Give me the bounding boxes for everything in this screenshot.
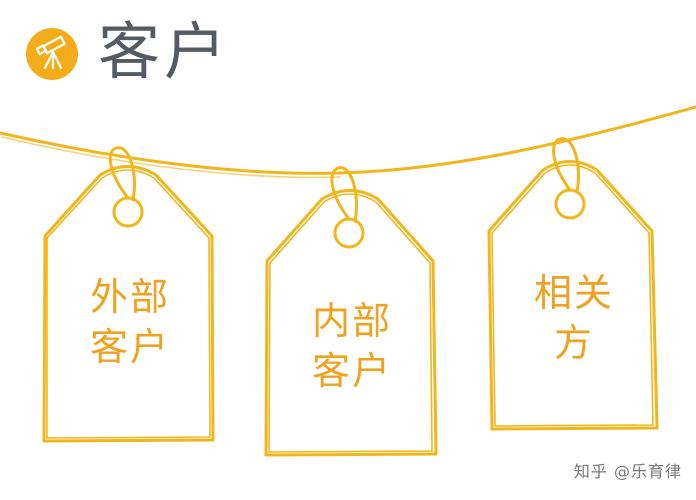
tag-label-outer-customer: 外部 客户 (70, 272, 190, 372)
watermark: 知乎 @乐育律 (573, 462, 682, 481)
tag-label-line: 方 (553, 321, 594, 365)
tag-label-line: 客户 (311, 349, 392, 393)
clothesline (0, 105, 696, 175)
tag-label-stakeholder: 相关 方 (514, 268, 634, 368)
tag-label-line: 外部 (89, 275, 170, 319)
tag-internal-customer (264, 166, 438, 457)
tag-label-line: 内部 (311, 299, 392, 343)
telescope-icon (35, 35, 66, 70)
tag-label-internal-customer: 内部 客户 (292, 296, 412, 396)
tag-label-line: 客户 (89, 325, 170, 369)
header: 客户 (20, 12, 420, 92)
tag-label-line: 相关 (533, 271, 614, 315)
logo-badge (26, 28, 78, 80)
tag-outer-customer (42, 146, 215, 443)
page-title: 客户 (98, 15, 231, 88)
tag-stakeholder (487, 137, 659, 431)
